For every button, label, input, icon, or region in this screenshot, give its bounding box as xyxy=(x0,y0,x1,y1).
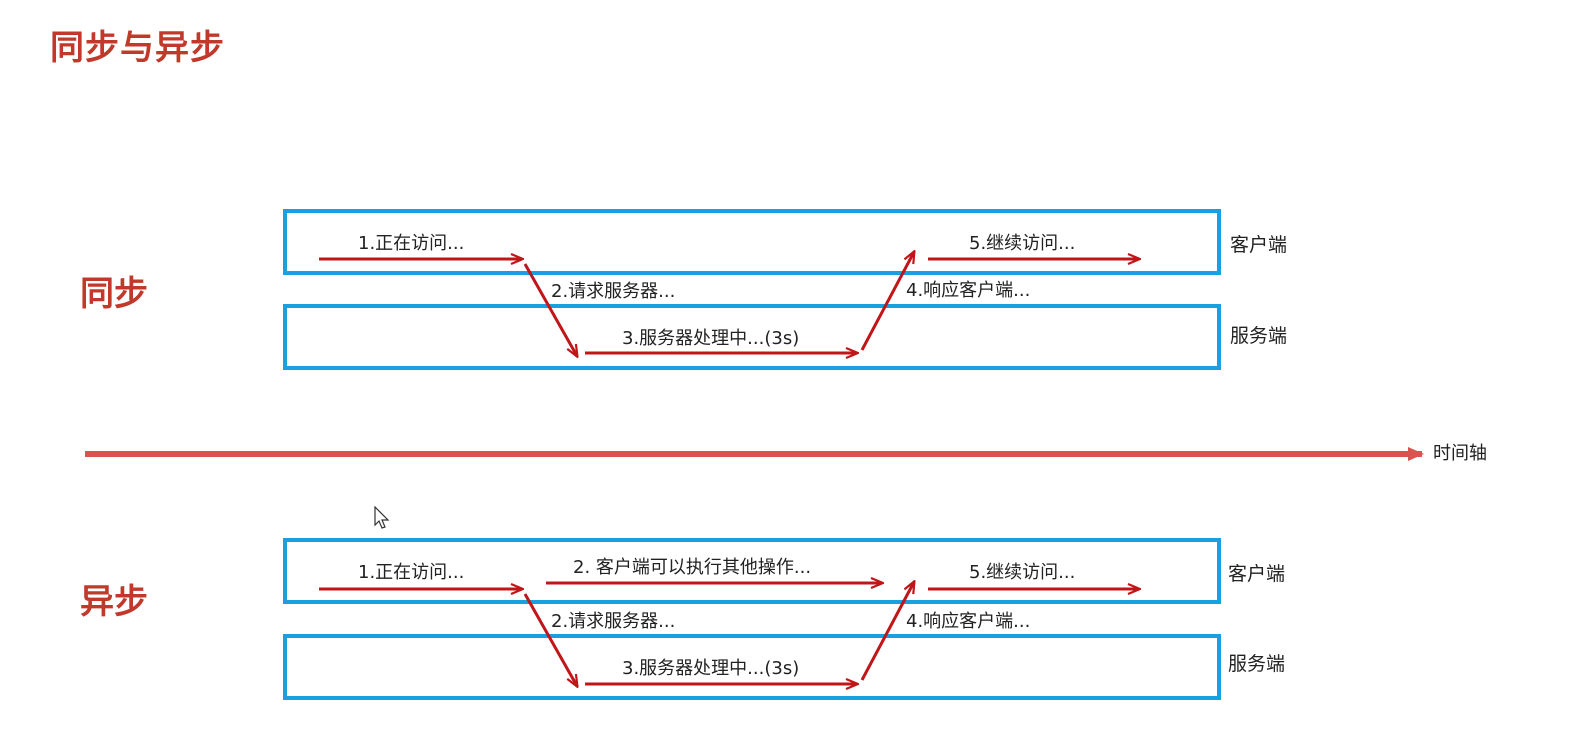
sync-arrows xyxy=(319,252,1139,356)
sync-arrow-4 xyxy=(860,252,914,351)
async-section-label: 异步 xyxy=(80,582,148,622)
async-step-3: 3.服务器处理中...(3s) xyxy=(622,658,800,679)
sync-step-4: 4.响应客户端... xyxy=(906,280,1031,301)
async-server-lane xyxy=(283,634,1221,700)
async-arrow-2 xyxy=(523,593,577,686)
async-client-lane xyxy=(283,538,1221,604)
sync-step-5: 5.继续访问... xyxy=(969,233,1076,254)
async-step-2-client: 2. 客户端可以执行其他操作... xyxy=(573,557,812,578)
sync-client-lane xyxy=(283,209,1221,275)
async-arrow-4 xyxy=(860,582,914,681)
async-arrows xyxy=(319,582,1139,686)
async-client-label: 客户端 xyxy=(1228,563,1286,585)
async-step-5: 5.继续访问... xyxy=(969,562,1076,583)
sync-section-label: 同步 xyxy=(80,274,148,314)
sync-step-3: 3.服务器处理中...(3s) xyxy=(622,328,800,349)
async-step-1: 1.正在访问... xyxy=(358,562,465,583)
sync-server-lane xyxy=(283,304,1221,370)
mouse-cursor-icon xyxy=(374,506,390,529)
sync-arrow-2 xyxy=(523,263,577,356)
sync-step-1: 1.正在访问... xyxy=(358,233,465,254)
page-title: 同步与异步 xyxy=(50,28,225,68)
async-step-4: 4.响应客户端... xyxy=(906,611,1031,632)
sync-step-2: 2.请求服务器... xyxy=(551,281,676,302)
async-server-label: 服务端 xyxy=(1228,653,1286,675)
sync-client-label: 客户端 xyxy=(1230,234,1288,256)
async-step-2: 2.请求服务器... xyxy=(551,611,676,632)
timeline-label: 时间轴 xyxy=(1433,443,1487,464)
sync-server-label: 服务端 xyxy=(1230,325,1288,347)
